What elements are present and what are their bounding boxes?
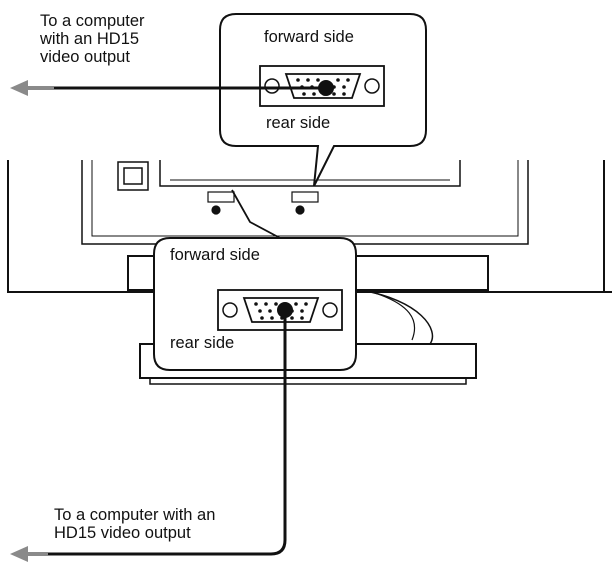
bottom-cable xyxy=(44,312,287,556)
arrow-left-icon xyxy=(10,546,48,562)
top-callout xyxy=(219,13,427,187)
top-rear-side-label: rear side xyxy=(266,114,331,132)
hd15-connector-icon xyxy=(217,289,343,331)
monitor-body xyxy=(7,160,612,385)
hd15-connector-icon xyxy=(259,65,385,107)
arrow-left-icon xyxy=(10,80,54,96)
bottom-callout xyxy=(153,237,357,371)
rear-connector-right xyxy=(291,191,319,215)
bottom-callout-pointer xyxy=(231,189,281,239)
top-left-caption: To a computer with an HD15 video output xyxy=(40,12,145,66)
power-socket-icon xyxy=(117,161,149,191)
rear-connector-left xyxy=(207,191,235,215)
bottom-left-caption: To a computer with an HD15 video output xyxy=(54,506,216,542)
bottom-rear-side-label: rear side xyxy=(170,334,235,352)
bottom-forward-side-label: forward side xyxy=(170,246,260,264)
top-forward-side-label: forward side xyxy=(264,28,354,46)
